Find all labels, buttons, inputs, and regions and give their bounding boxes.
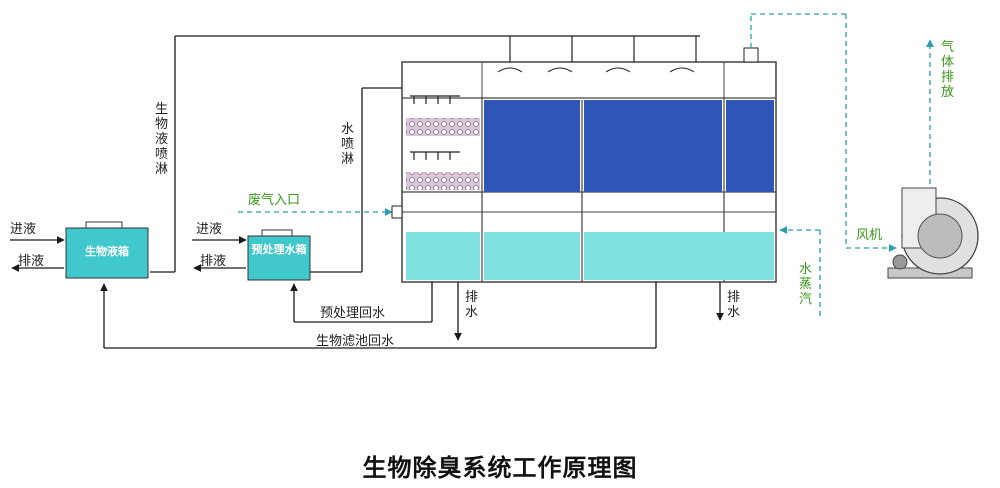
diagram-title: 生物除臭系统工作原理图 [362, 454, 638, 482]
steam-label: 水蒸汽 [798, 262, 812, 307]
water-basin-2 [484, 232, 580, 280]
bio-liquid-tank [65, 227, 149, 279]
packing-layer-2 [406, 172, 480, 190]
bio-media-3 [726, 100, 774, 192]
inlet-liquid-label-1: 进液 [10, 222, 37, 237]
drain-label-2: 排水 [726, 290, 740, 320]
water-basin-1 [406, 232, 480, 280]
water-basin-3 [584, 232, 774, 280]
outlet-liquid-label-2: 排液 [200, 254, 227, 269]
drain-label-1: 排水 [464, 290, 478, 320]
outlet-liquid-label-1: 排液 [18, 254, 45, 269]
packing-layer-1 [406, 118, 480, 136]
water-spray-label: 水喷淋 [340, 122, 354, 167]
gas-exhaust-label: 气体排放 [940, 40, 954, 100]
fan-blower [887, 187, 979, 279]
inlet-liquid-label-2: 进液 [196, 222, 223, 237]
waste-gas-inlet-label: 废气入口 [248, 193, 301, 208]
bio-filter-return-label: 生物滤池回水 [316, 334, 395, 349]
pretreat-return-label: 预处理回水 [320, 306, 386, 321]
bio-spray-label: 生物液喷淋 [154, 102, 168, 177]
fan-label: 风机 [856, 228, 883, 243]
pretreat-tank-label: 预处理水箱 [251, 243, 307, 256]
bio-media-2 [584, 100, 722, 192]
bio-media-1 [484, 100, 580, 192]
bio-tank-label: 生物液箱 [85, 245, 129, 258]
pretreat-water-tank [247, 235, 311, 281]
